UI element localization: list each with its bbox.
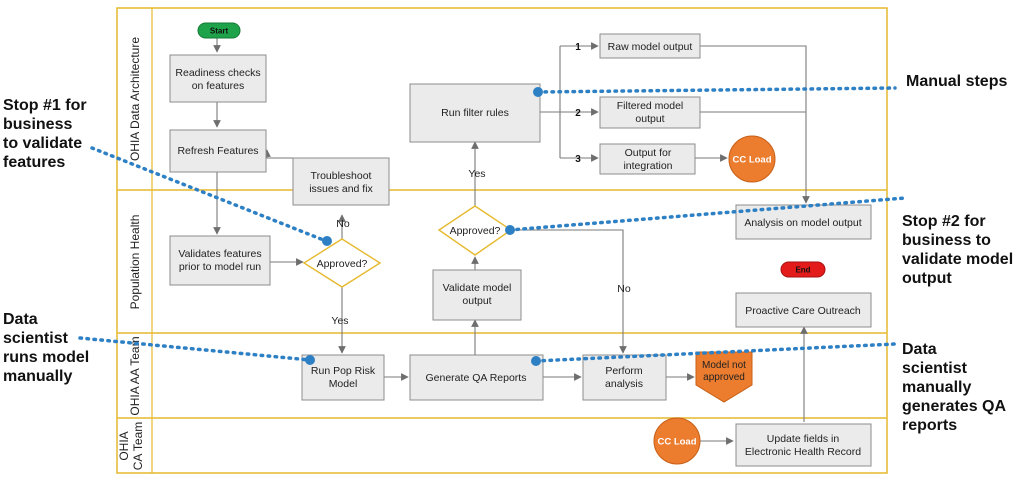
approved-1-label: Approved? <box>317 258 368 270</box>
troubleshoot-line2: issues and fix <box>309 183 373 195</box>
refresh-features-label: Refresh Features <box>177 145 258 157</box>
cc-load-bottom-node: CC Load <box>653 417 701 465</box>
proactive-care-outreach-label: Proactive Care Outreach <box>745 305 861 317</box>
raw-model-output-label: Raw model output <box>608 41 693 53</box>
edge-label-no-1: No <box>336 218 350 230</box>
swimlanes <box>116 7 888 474</box>
perform-analysis-line2: analysis <box>605 378 643 390</box>
model-not-approved-line1: Model not <box>702 360 746 371</box>
perform-analysis-line1: Perform <box>605 365 643 377</box>
start-label: Start <box>210 27 229 36</box>
validate-model-line1: Validate model <box>443 282 512 294</box>
lane-label-ca-team-line1: OHIA <box>117 431 131 460</box>
readiness-checks-box: Readiness checks on features <box>169 54 267 103</box>
output-integration-line2: integration <box>623 160 672 172</box>
start-node: Start <box>197 22 241 39</box>
model-not-approved-node: Model not approved <box>695 351 753 403</box>
edge-label-yes-1: Yes <box>331 315 348 327</box>
output-integration-line1: Output for <box>625 147 672 159</box>
annotation-stop-1: Stop #1 for business to validate feature… <box>3 97 87 171</box>
validates-features-box: Validates features prior to model run <box>169 235 271 286</box>
proactive-care-outreach-box: Proactive Care Outreach <box>735 292 872 328</box>
validates-features-line1: Validates features <box>178 248 261 260</box>
lane-label-ca-team-line2: CA Team <box>131 422 145 470</box>
annotation-manual-steps: Manual steps <box>906 73 1008 90</box>
approved-2-label: Approved? <box>450 225 501 237</box>
validate-model-line2: output <box>462 295 491 307</box>
callout-dots <box>305 87 543 366</box>
lane-label-data-architecture: OHIA Data Architecture <box>128 37 142 161</box>
update-fields-line2: Electronic Health Record <box>745 446 861 458</box>
edge-label-no-2: No <box>617 283 631 295</box>
cc-load-top-node: CC Load <box>728 135 776 183</box>
output-integration-box: Output for integration <box>599 143 696 175</box>
cc-load-bottom-label: CC Load <box>657 437 696 448</box>
readiness-checks-line1: Readiness checks <box>175 67 260 79</box>
approved-diamond-2: Approved? <box>437 205 513 256</box>
validate-model-output-box: Validate model output <box>432 269 522 321</box>
readiness-checks-line2: on features <box>192 80 245 92</box>
edge-label-2: 2 <box>575 108 581 119</box>
connectors <box>213 38 810 445</box>
validates-features-line2: prior to model run <box>179 261 261 273</box>
filtered-model-output-box: Filtered model output <box>599 96 701 129</box>
approved-diamond-1: Approved? <box>302 238 382 288</box>
refresh-features-box: Refresh Features <box>169 129 267 173</box>
lane-label-ca-team: OHIA CA Team <box>117 422 145 470</box>
analysis-model-output-label: Analysis on model output <box>744 217 861 229</box>
edge-label-yes-2: Yes <box>468 168 485 180</box>
run-pop-risk-model-box: Run Pop Risk Model <box>301 354 385 401</box>
annotation-ds-qa-reports: Data scientist manually generates QA rep… <box>902 341 1007 434</box>
end-label: End <box>795 266 810 275</box>
generate-qa-reports-label: Generate QA Reports <box>426 372 527 384</box>
filtered-model-line1: Filtered model <box>617 100 684 112</box>
end-node: End <box>780 261 826 278</box>
run-pop-risk-line2: Model <box>329 378 358 390</box>
generate-qa-reports-box: Generate QA Reports <box>409 354 544 401</box>
troubleshoot-line1: Troubleshoot <box>311 170 372 182</box>
troubleshoot-box: Troubleshoot issues and fix <box>292 157 390 206</box>
run-filter-rules-box: Run filter rules <box>409 83 541 143</box>
run-pop-risk-line1: Run Pop Risk <box>311 365 376 377</box>
lane-label-aa-team: OHIA AA Team <box>128 336 142 415</box>
model-not-approved-line2: approved <box>703 372 745 383</box>
analysis-model-output-box: Analysis on model output <box>735 204 872 240</box>
annotation-stop-2: Stop #2 for business to validate model o… <box>902 213 1014 287</box>
annotation-ds-runs-model: Data scientist runs model manually <box>3 311 90 385</box>
raw-model-output-box: Raw model output <box>599 33 701 59</box>
callout-lines <box>78 86 907 363</box>
run-filter-rules-label: Run filter rules <box>441 107 509 119</box>
filtered-model-line2: output <box>635 113 664 125</box>
lane-label-population-health: Population Health <box>128 215 142 310</box>
edge-label-3: 3 <box>575 154 581 165</box>
update-fields-box: Update fields in Electronic Health Recor… <box>735 423 872 467</box>
edge-label-1: 1 <box>575 42 581 53</box>
update-fields-line1: Update fields in <box>767 433 840 445</box>
cc-load-top-label: CC Load <box>732 155 771 166</box>
perform-analysis-box: Perform analysis <box>582 354 667 401</box>
